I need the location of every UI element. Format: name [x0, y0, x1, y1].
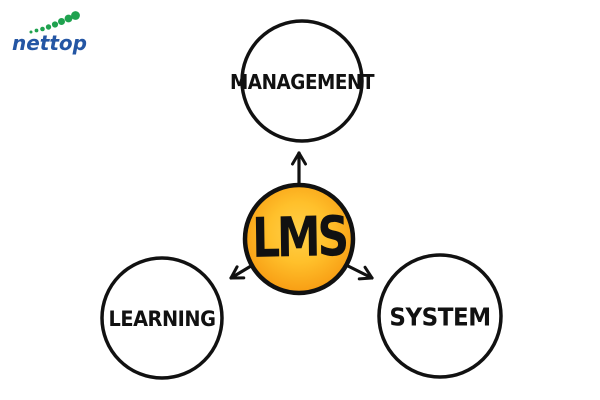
arrow-to-learning: [229, 264, 253, 280]
lms-center-circle: [242, 182, 356, 296]
management-label: MANAGEMENT: [229, 70, 375, 94]
nettop-dots-icon: [29, 11, 80, 34]
nettop-logo: nettop: [12, 31, 87, 55]
arrow-to-system: [346, 264, 374, 281]
learning-label: LEARNING: [108, 307, 216, 331]
learning-circle: [100, 256, 224, 380]
system-label: SYSTEM: [389, 302, 491, 332]
system-circle: [377, 253, 503, 379]
lms-center-label: LMS: [251, 203, 347, 271]
management-circle: [240, 19, 364, 143]
